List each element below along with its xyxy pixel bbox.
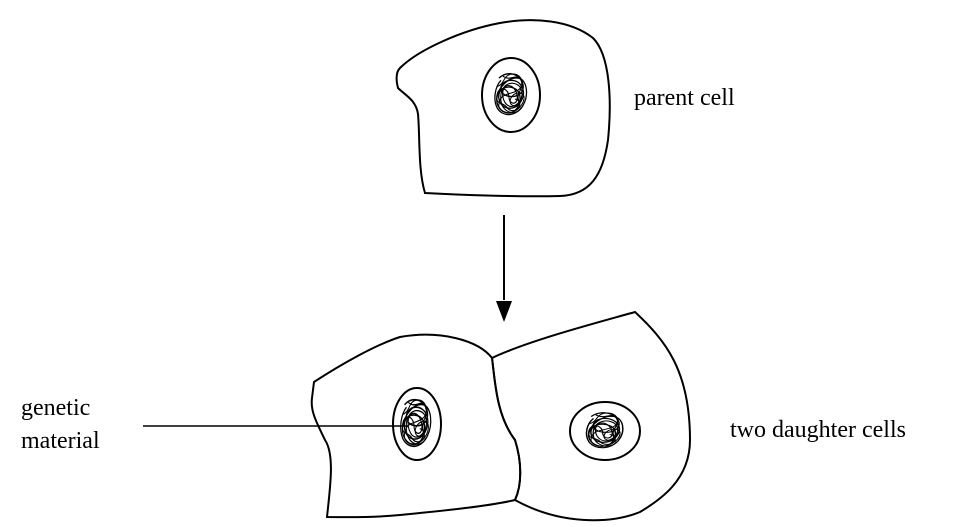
parent-cell-membrane (395, 19, 611, 198)
parent-cell-label: parent cell (634, 85, 735, 111)
left-daughter-nucleus (392, 387, 442, 461)
left-daughter-chromatin (399, 398, 432, 448)
division-arrow-head (496, 301, 512, 322)
parent-nucleus (481, 57, 541, 133)
parent-chromatin (494, 73, 528, 116)
daughter-cells-label: two daughter cells (730, 417, 906, 443)
genetic-material-label-line2: material (21, 428, 100, 454)
right-daughter-nucleus (569, 401, 641, 461)
right-daughter-cell-membrane (490, 310, 692, 522)
right-daughter-chromatin (585, 412, 624, 449)
genetic-material-label-line1: genetic (21, 395, 91, 421)
